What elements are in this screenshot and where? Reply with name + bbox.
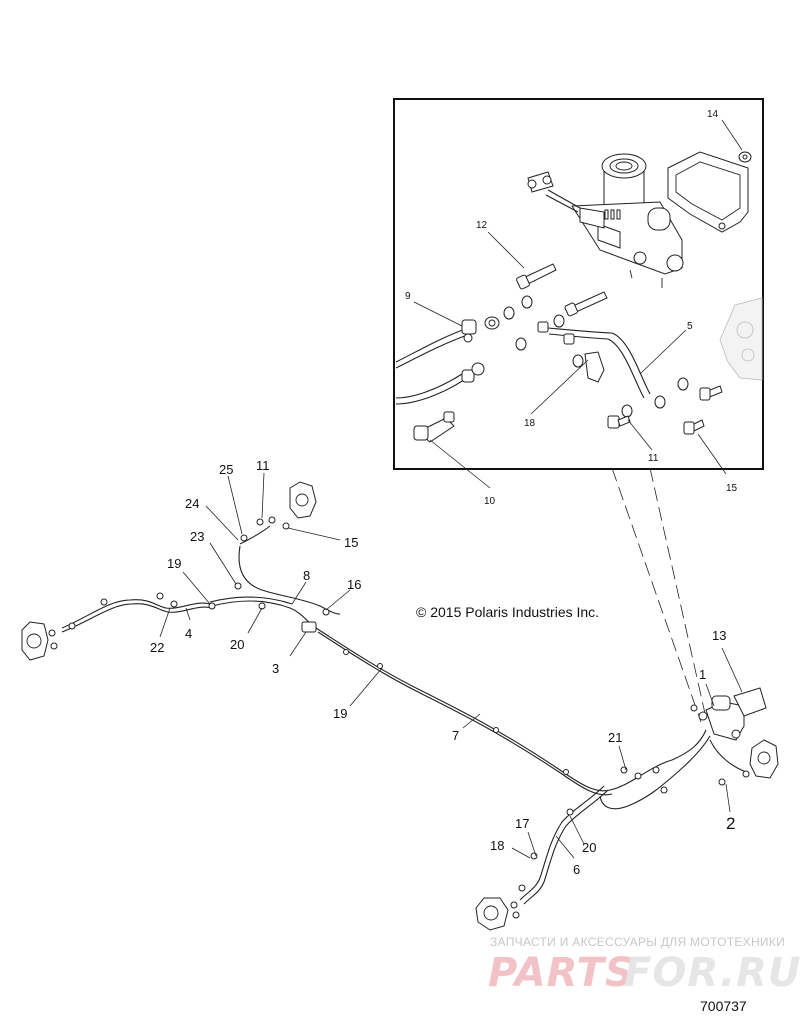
figure-number: 700737 bbox=[700, 998, 747, 1014]
callout-1: 1 bbox=[699, 667, 706, 682]
brake-line-assembly bbox=[21, 481, 779, 931]
copyright-notice: © 2015 Polaris Industries Inc. bbox=[416, 604, 599, 620]
callout-17: 17 bbox=[515, 816, 529, 831]
callout-22: 22 bbox=[150, 640, 164, 655]
callout-2: 2 bbox=[726, 814, 735, 833]
detail-dashed-connectors bbox=[611, 467, 707, 723]
inset-leaders bbox=[413, 119, 743, 489]
callout-9: 9 bbox=[405, 291, 411, 302]
master-cylinder-main bbox=[690, 687, 767, 741]
callout-23: 23 bbox=[190, 529, 204, 544]
callout-10: 10 bbox=[484, 496, 496, 507]
caliper-upper bbox=[289, 481, 317, 519]
callout-15: 15 bbox=[344, 535, 358, 550]
callout-18: 18 bbox=[524, 418, 536, 429]
callout-12: 12 bbox=[476, 220, 488, 231]
callout-11: 11 bbox=[256, 458, 270, 473]
callout-24: 24 bbox=[185, 496, 199, 511]
callout-5: 5 bbox=[687, 321, 693, 332]
caliper-rear bbox=[475, 897, 520, 931]
watermark: ЗАПЧАСТИ И АКСЕССУАРЫ ДЛЯ МОТОТЕХНИКИ PA… bbox=[488, 935, 800, 996]
caliper-right bbox=[749, 739, 779, 779]
callout-20b: 20 bbox=[582, 840, 596, 855]
callout-13: 13 bbox=[712, 628, 726, 643]
callout-15: 15 bbox=[726, 483, 738, 494]
callout-4: 4 bbox=[185, 626, 192, 641]
callout-11: 11 bbox=[648, 453, 659, 464]
callout-20: 20 bbox=[230, 637, 244, 652]
callout-8: 8 bbox=[303, 568, 310, 583]
watermark-brand-right: FOR.RU bbox=[624, 950, 800, 996]
inset-callouts: 14 12 9 5 18 11 15 10 bbox=[405, 109, 738, 507]
main-leaders bbox=[159, 472, 743, 859]
master-cylinder-detail bbox=[395, 151, 763, 443]
watermark-brand-left: PARTS bbox=[488, 950, 635, 996]
callout-19: 19 bbox=[167, 556, 181, 571]
callout-14: 14 bbox=[707, 109, 719, 120]
main-callouts: 25 11 24 15 23 8 16 19 22 4 20 3 19 7 13… bbox=[150, 458, 735, 877]
callout-3: 3 bbox=[272, 661, 279, 676]
callout-7: 7 bbox=[452, 728, 459, 743]
callout-21: 21 bbox=[608, 730, 622, 745]
caliper-left-front bbox=[21, 621, 58, 661]
callout-19b: 19 bbox=[333, 706, 347, 721]
watermark-tagline: ЗАПЧАСТИ И АКСЕССУАРЫ ДЛЯ МОТОТЕХНИКИ bbox=[490, 935, 785, 949]
callout-6: 6 bbox=[573, 862, 580, 877]
callout-25: 25 bbox=[219, 462, 233, 477]
callout-16: 16 bbox=[347, 577, 361, 592]
callout-18b: 18 bbox=[490, 838, 504, 853]
